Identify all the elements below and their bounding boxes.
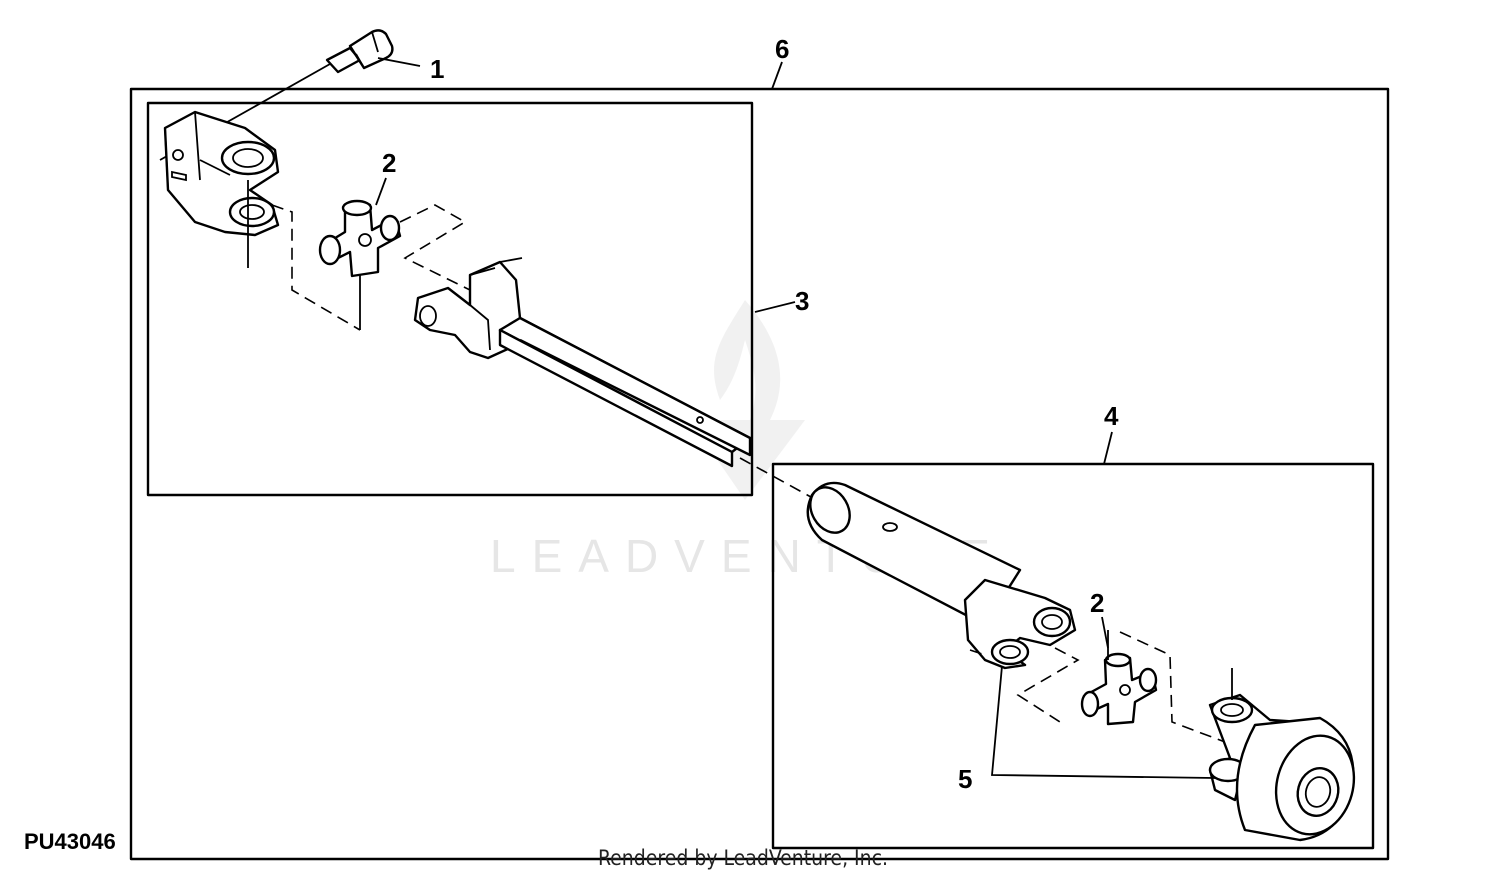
universal-joint-cross-lower (1080, 652, 1158, 726)
front-yoke-part (163, 110, 280, 237)
splined-hub-yoke-part (1208, 693, 1356, 842)
footer-credit: Rendered by LeadVenture, Inc. (598, 846, 888, 870)
assembly-frame (129, 87, 1390, 861)
callout-3: 3 (795, 286, 809, 316)
square-shaft-part (498, 316, 752, 468)
callout-1: 1 (430, 54, 444, 84)
callout-4: 4 (1104, 401, 1119, 431)
flame-v-logo-icon (690, 300, 805, 500)
rear-tube-yoke-part (963, 578, 1077, 670)
subassembly-box-4 (771, 462, 1375, 850)
universal-joint-cross-upper (318, 199, 402, 278)
subassembly-box-3 (146, 101, 754, 497)
bolt-part (325, 29, 394, 74)
callout-2-lower: 2 (1090, 588, 1104, 618)
callout-2-upper: 2 (382, 148, 396, 178)
callout-6: 6 (775, 34, 789, 64)
callout-5: 5 (958, 764, 972, 794)
leader-lines (375, 57, 1216, 779)
figure-id-label: PU43046 (24, 829, 116, 854)
